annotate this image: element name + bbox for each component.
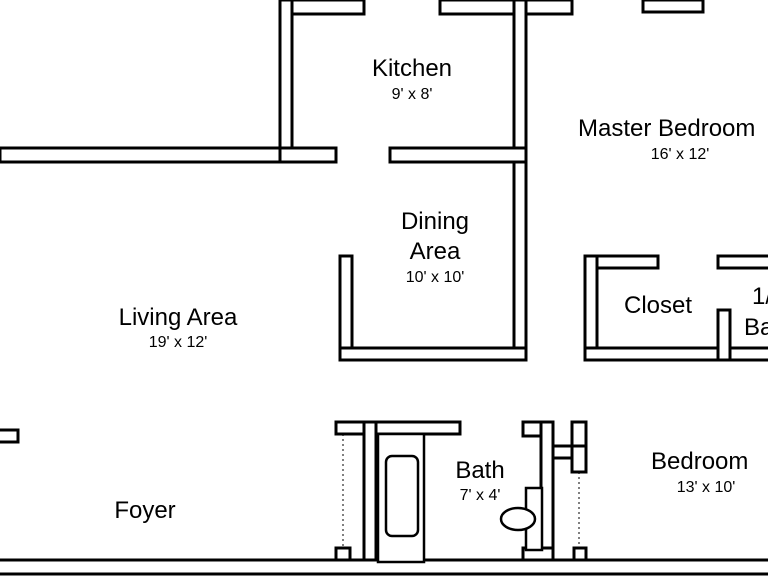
room-dims-dining: 10' x 10': [405, 269, 465, 286]
room-name-kitchen: Kitchen: [371, 55, 453, 82]
wall-dining-bottom: [338, 346, 528, 362]
wall-kitchen-master-divider: [512, 0, 528, 362]
wall-left-stub: [0, 428, 20, 444]
wall-bath-top: [334, 420, 462, 436]
room-name-closet: Closet: [623, 292, 693, 319]
room-name-bedroom: Bedroom: [651, 448, 749, 475]
wall-living-top: [0, 146, 294, 164]
wall-top-kitchen-right: [438, 0, 574, 16]
room-name-half-bath-line2: Ba: [744, 314, 768, 341]
wall-closet-divider: [716, 308, 732, 362]
wall-bedroom-post-low: [570, 444, 588, 474]
room-dims-bedroom: 13' x 10': [676, 479, 736, 496]
wall-kitchen-bottom-right: [388, 146, 528, 164]
bathtub-icon: [376, 432, 426, 564]
room-name-bath: Bath: [455, 457, 505, 484]
room-dims-kitchen: 9' x 8': [391, 86, 433, 103]
room-dims-bath: 7' x 4': [459, 487, 501, 504]
room-name-dining-line1: Dining: [400, 208, 470, 235]
wall-halfbath-top: [716, 254, 768, 270]
wall-kitchen-left: [278, 0, 294, 164]
room-name-master-bedroom: Master Bedroom: [578, 115, 756, 142]
room-name-living: Living Area: [118, 304, 238, 331]
wall-closet-bottom: [583, 346, 768, 362]
room-name-dining-line2: Area: [409, 238, 461, 265]
room-dims-master-bedroom: 16' x 12': [650, 146, 710, 163]
room-dims-living: 19' x 12': [148, 334, 208, 351]
wall-dining-left: [338, 254, 354, 362]
wall-closet-left: [583, 254, 599, 362]
toilet-icon: [499, 486, 544, 552]
wall-top-master: [641, 0, 705, 14]
wall-bath-left: [362, 420, 378, 564]
room-name-foyer: Foyer: [114, 497, 176, 524]
wall-kitchen-bottom-left: [278, 146, 338, 164]
room-name-half-bath-line1: 1/: [752, 283, 768, 310]
